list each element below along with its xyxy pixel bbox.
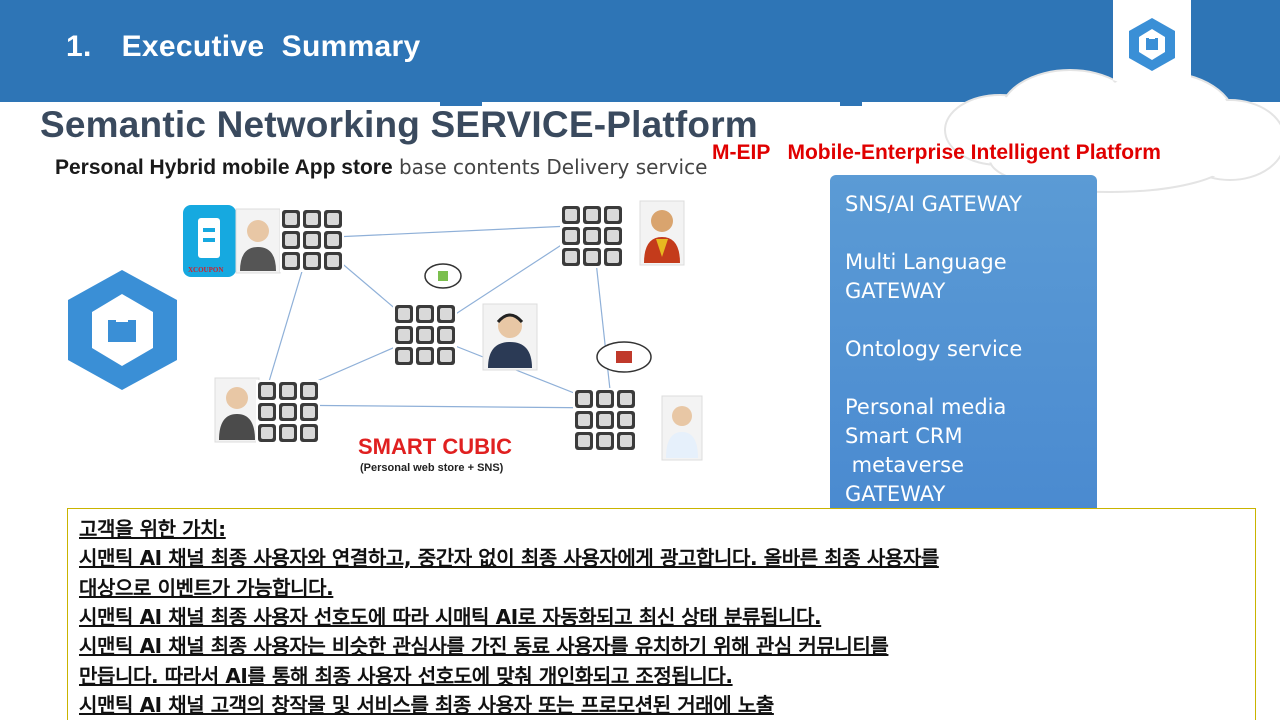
value-line: 시맨틱 AI 채널 최종 사용자는 비슷한 관심사를 가진 동료 사용자를 유치… (79, 634, 889, 659)
header-tab-stub (840, 96, 862, 106)
gateway-line: GATEWAY (845, 279, 946, 303)
header-tab-stub (440, 96, 462, 106)
smart-cubic-subtitle: (Personal web store + SNS) (360, 462, 504, 474)
value-line: 만듭니다. 따라서 AI를 통해 최종 사용자 선호도에 맞춰 개인화되고 조정… (79, 663, 733, 688)
value-heading: 고객을 위한 가치: (79, 517, 226, 541)
gateway-line: Smart CRM (845, 424, 963, 448)
gateway-panel (830, 175, 1097, 515)
value-line: 시맨틱 AI 채널 최종 사용자와 연결하고, 중간자 없이 최종 사용자에게 … (79, 546, 939, 571)
gateway-line: GATEWAY (845, 482, 946, 506)
meip-label: M-EIP Mobile-Enterprise Intelligent Plat… (712, 141, 1161, 164)
xcoupon-app-icon: XCOUPON (183, 205, 236, 277)
value-line: 시맨틱 AI 채널 최종 사용자 선호도에 따라 시매틱 AI로 자동화되고 최… (79, 604, 822, 629)
page-title: 1.Executive Summary (66, 30, 421, 63)
value-line: 시맨틱 AI 채널 고객의 창작물 및 서비스를 최종 사용자 또는 프로모션된… (79, 692, 774, 717)
gateway-line: SNS/AI GATEWAY (845, 192, 1022, 216)
svg-text:XCOUPON: XCOUPON (188, 266, 223, 274)
gateway-line: Personal media (845, 395, 1007, 419)
network-diagram: XCOUPON (68, 200, 703, 461)
main-title: Semantic Networking SERVICE-Platform (40, 104, 758, 145)
logo-badge-icon (1113, 0, 1191, 94)
header-tab-stub (460, 96, 482, 106)
customer-value-box (67, 508, 1256, 720)
smart-cubic-label: SMART CUBIC (358, 434, 512, 459)
subtitle: Personal Hybrid mobile App store base co… (55, 155, 708, 179)
value-line: 대상으로 이벤트가 가능합니다. (79, 575, 334, 600)
gateway-line: metaverse (845, 453, 964, 477)
cubic-logo-icon (68, 270, 177, 390)
gateway-line: Ontology service (845, 337, 1023, 361)
gateway-line: Multi Language (845, 250, 1007, 274)
